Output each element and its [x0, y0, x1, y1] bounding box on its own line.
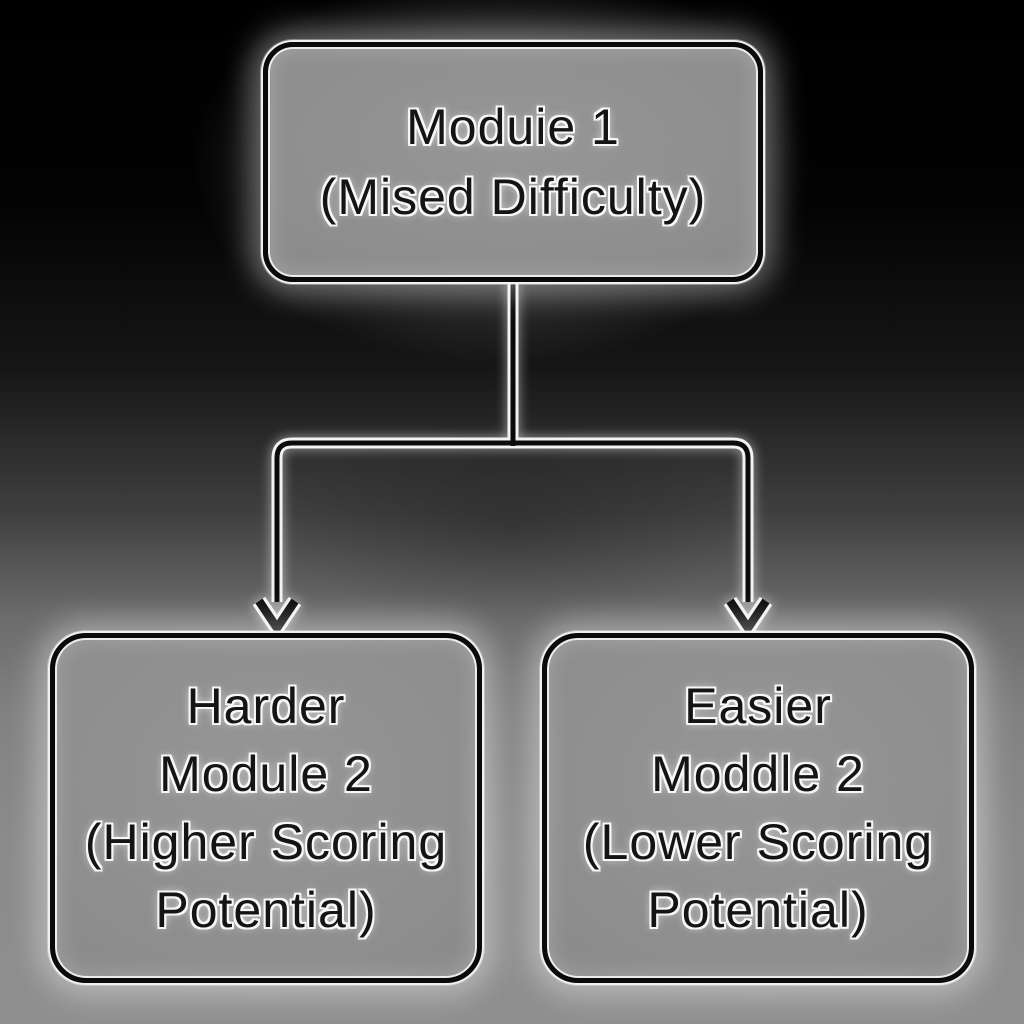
- node-easier-module-2: Easier Moddle 2 (Lower Scoring Potential…: [542, 633, 974, 983]
- node-easier-label-line-3: (Lower Scoring: [582, 814, 934, 870]
- node-module-1: Moduie 1 (Mised Difficulty): [263, 42, 763, 282]
- node-easier-label-line-2: Moddle 2: [651, 746, 865, 802]
- node-module-1-label-line-2: (Mised Difficulty): [319, 169, 707, 225]
- node-harder-label-line-3: (Higher Scoring: [84, 814, 448, 870]
- connector-branch: [274, 440, 751, 602]
- node-harder-module-2: Harder Module 2 (Higher Scoring Potentia…: [50, 633, 482, 983]
- node-harder-label-line-1: Harder: [186, 678, 346, 734]
- node-harder-label-line-4: Potential): [155, 882, 377, 938]
- node-easier-label-line-4: Potential): [647, 882, 869, 938]
- node-easier-label-line-1: Easier: [684, 678, 832, 734]
- connector-branch-glow: [271, 437, 754, 602]
- arrow-down-left-icon: [255, 598, 299, 636]
- arrow-down-right-icon: [726, 598, 770, 636]
- node-module-1-label-line-1: Moduie 1: [406, 99, 620, 155]
- node-harder-label-line-2: Module 2: [159, 746, 373, 802]
